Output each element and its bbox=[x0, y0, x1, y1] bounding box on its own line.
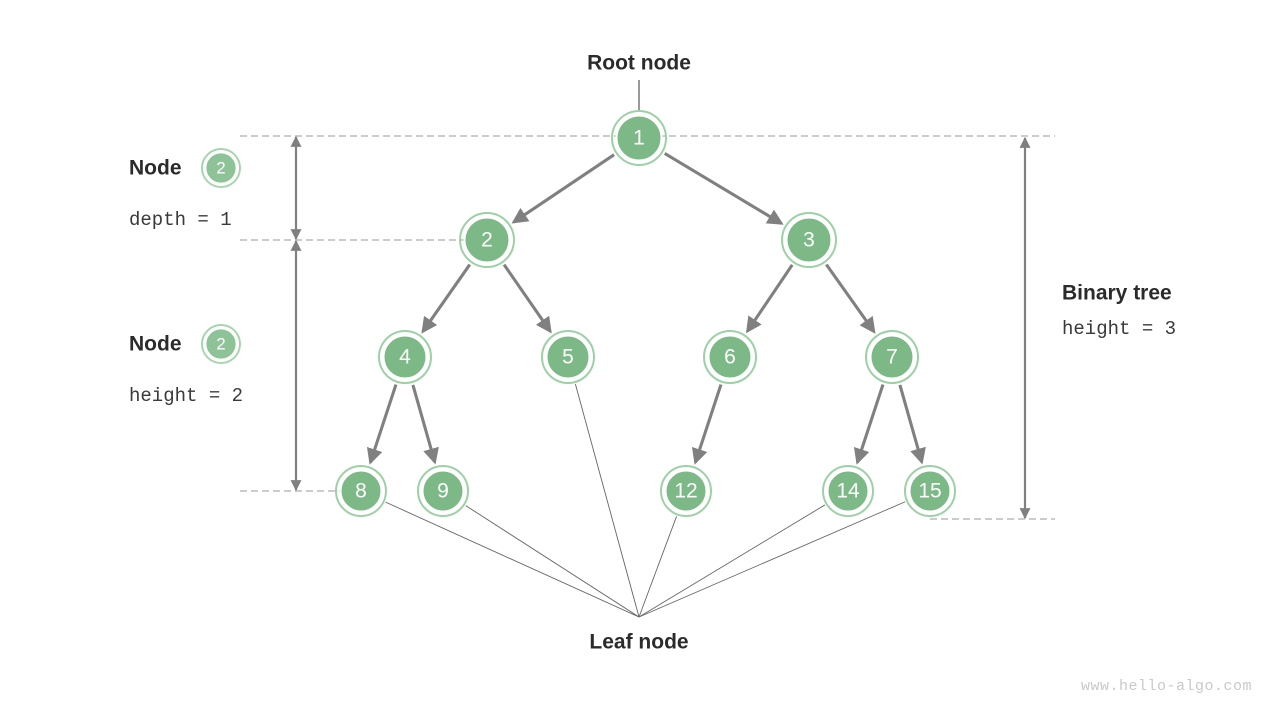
node-value: 2 bbox=[481, 229, 493, 252]
tree-node-9[interactable]: 9 bbox=[417, 465, 469, 517]
node-value: 5 bbox=[562, 346, 574, 369]
node-circle bbox=[339, 469, 383, 513]
tree-edge-n4-to-n8 bbox=[366, 384, 398, 465]
node-circle bbox=[826, 469, 870, 513]
leaf-leader-lines-layer bbox=[385, 383, 906, 618]
node-ring bbox=[660, 465, 712, 517]
root-node-label: Root node bbox=[587, 52, 691, 75]
node-circle bbox=[615, 114, 663, 162]
annotation-title: Node bbox=[129, 157, 182, 180]
node-ring bbox=[335, 465, 387, 517]
node-circle bbox=[463, 216, 511, 264]
node-circle bbox=[664, 469, 708, 513]
node-value: 12 bbox=[674, 480, 697, 503]
annotation-badge-value: 2 bbox=[216, 334, 225, 353]
tree-edge-n1-to-n2 bbox=[511, 153, 615, 224]
node-circle bbox=[382, 334, 428, 380]
anno-node-depth: Node 2 depth = 1 bbox=[129, 148, 241, 231]
annotation-detail: height = 2 bbox=[129, 385, 243, 407]
tree-node-2[interactable]: 2 bbox=[459, 212, 515, 268]
tree-node-14[interactable]: 14 bbox=[822, 465, 874, 517]
node-ring bbox=[459, 212, 515, 268]
tree-node-1[interactable]: 1 bbox=[611, 110, 667, 166]
tree-node-3[interactable]: 3 bbox=[781, 212, 837, 268]
node-circle bbox=[707, 334, 753, 380]
node-value: 1 bbox=[633, 127, 645, 150]
leaf-leader-line-n5 bbox=[574, 383, 640, 618]
annotation-detail: height = 3 bbox=[1062, 318, 1176, 340]
guide-lines-layer bbox=[240, 135, 1055, 520]
leaf-leader-line-n9 bbox=[465, 505, 640, 618]
tree-edge-n3-to-n7 bbox=[825, 263, 876, 334]
node-circle bbox=[869, 334, 915, 380]
node-ring bbox=[541, 330, 595, 384]
node-ring bbox=[904, 465, 956, 517]
node-ring bbox=[822, 465, 874, 517]
node-value: 14 bbox=[836, 480, 860, 503]
node-ring bbox=[611, 110, 667, 166]
tree-edge-n6-to-n12 bbox=[691, 384, 723, 465]
leaf-leader-line-n12 bbox=[638, 516, 677, 618]
measure-arrows-layer bbox=[290, 135, 1031, 520]
annotation-badge-ring bbox=[201, 324, 241, 364]
tree-node-12[interactable]: 12 bbox=[660, 465, 712, 517]
tree-edge-n2-to-n5 bbox=[502, 263, 552, 334]
node-value: 6 bbox=[724, 346, 736, 369]
tree-edge-n3-to-n6 bbox=[745, 263, 794, 334]
leaf-leader-line-n8 bbox=[385, 501, 640, 618]
leaf-leader-line-n15 bbox=[638, 501, 906, 618]
tree-node-8[interactable]: 8 bbox=[335, 465, 387, 517]
tree-edge-n7-to-n14 bbox=[853, 384, 885, 465]
node-value: 3 bbox=[803, 229, 815, 252]
tree-edge-n1-to-n3 bbox=[663, 152, 784, 225]
leaf-leader-line-n14 bbox=[638, 504, 826, 618]
annotation-badge-ring bbox=[201, 148, 241, 188]
node-circle bbox=[421, 469, 465, 513]
node-ring bbox=[865, 330, 919, 384]
tree-node-6[interactable]: 6 bbox=[703, 330, 757, 384]
annotation-title: Node bbox=[129, 333, 182, 356]
node-value: 9 bbox=[437, 480, 449, 503]
tree-node-5[interactable]: 5 bbox=[541, 330, 595, 384]
tree-edge-n7-to-n15 bbox=[898, 384, 926, 465]
node-ring bbox=[703, 330, 757, 384]
node-value: 8 bbox=[355, 480, 367, 503]
anno-node-height: Node 2 height = 2 bbox=[129, 324, 243, 407]
annotation-detail: depth = 1 bbox=[129, 209, 232, 231]
annotation-badge-circle bbox=[204, 151, 238, 185]
node-circle bbox=[545, 334, 591, 380]
node-ring bbox=[417, 465, 469, 517]
node-value: 15 bbox=[918, 480, 941, 503]
node-ring bbox=[378, 330, 432, 384]
leaf-callout: Leaf node bbox=[589, 631, 688, 654]
node-circle bbox=[908, 469, 952, 513]
node-value: 4 bbox=[399, 346, 411, 369]
node-circle bbox=[785, 216, 833, 264]
root-callout: Root node bbox=[587, 52, 691, 111]
node-value: 7 bbox=[886, 346, 898, 369]
leaf-node-label: Leaf node bbox=[589, 631, 688, 654]
tree-node-7[interactable]: 7 bbox=[865, 330, 919, 384]
annotation-title: Binary tree bbox=[1062, 282, 1172, 305]
annotations-layer: Node 2 depth = 1 Node 2 height = 2 Binary tree… bbox=[129, 148, 1176, 407]
tree-edge-n2-to-n4 bbox=[421, 263, 472, 334]
anno-tree-height: Binary tree height = 3 bbox=[1062, 282, 1176, 340]
annotation-badge-circle bbox=[204, 327, 238, 361]
tree-edges-layer bbox=[366, 152, 926, 465]
watermark: www.hello-algo.com bbox=[1081, 678, 1252, 695]
tree-node-4[interactable]: 4 bbox=[378, 330, 432, 384]
annotation-badge-value: 2 bbox=[216, 158, 225, 177]
tree-edge-n4-to-n9 bbox=[411, 384, 439, 465]
tree-node-15[interactable]: 15 bbox=[904, 465, 956, 517]
node-ring bbox=[781, 212, 837, 268]
